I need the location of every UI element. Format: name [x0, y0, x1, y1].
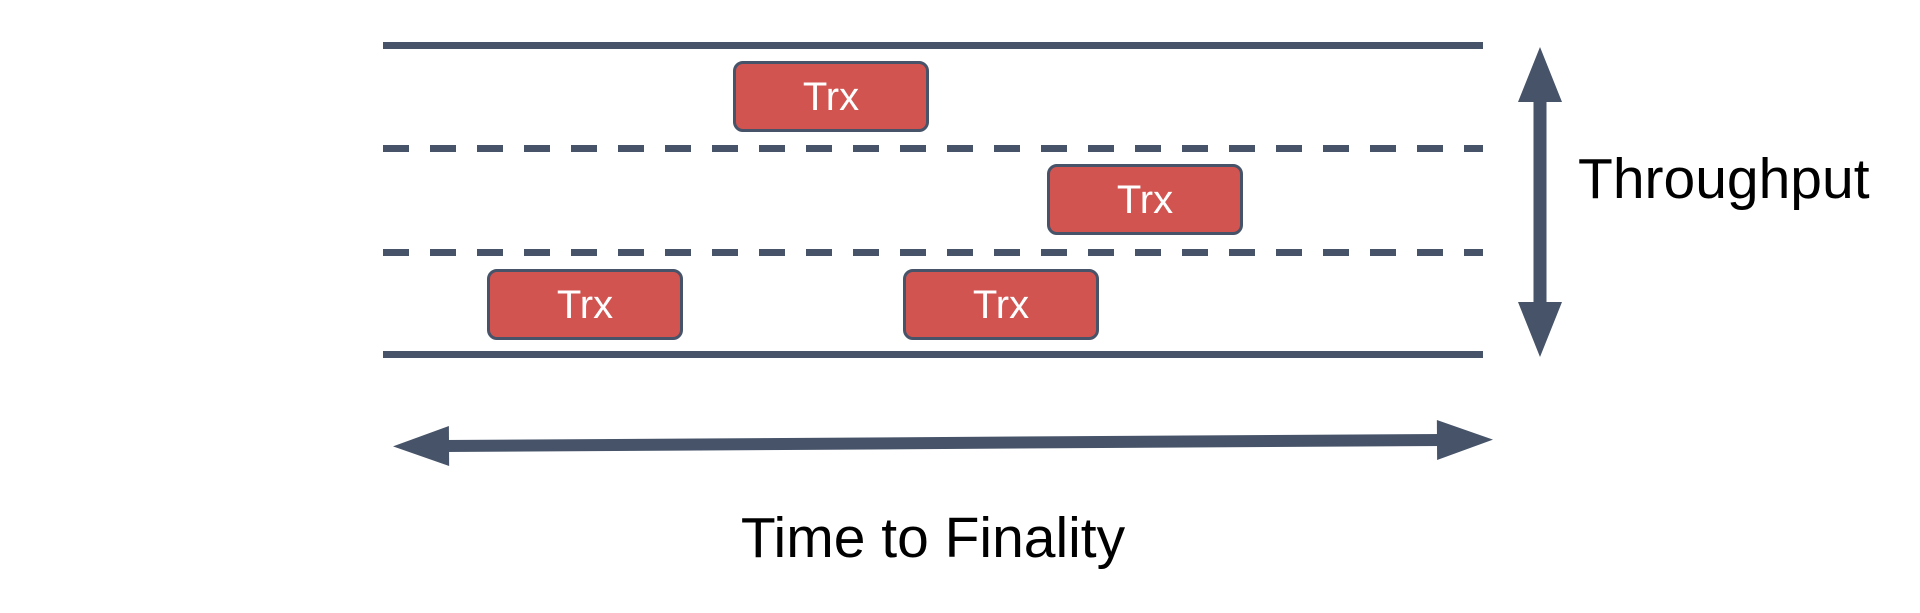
trx-box-label: Trx [972, 282, 1030, 327]
trx-box-lane2: Trx [1047, 164, 1243, 235]
trx-box-lane3-left: Trx [487, 269, 683, 340]
road-bottom-line [383, 351, 1483, 358]
lane-divider-upper [383, 145, 1483, 152]
time-to-finality-axis-label: Time to Finality [740, 506, 1126, 570]
road-top-line [383, 42, 1483, 49]
vertical-double-arrow-icon [1518, 47, 1562, 357]
trx-box-lane1: Trx [733, 61, 929, 132]
trx-box-lane3-right: Trx [903, 269, 1099, 340]
trx-box-label: Trx [556, 282, 614, 327]
lane-divider-lower [383, 249, 1483, 256]
throughput-axis-label: Throughput [1578, 147, 1870, 211]
trx-box-label: Trx [802, 74, 860, 119]
horizontal-double-arrow-icon [393, 419, 1493, 467]
trx-box-label: Trx [1116, 177, 1174, 222]
